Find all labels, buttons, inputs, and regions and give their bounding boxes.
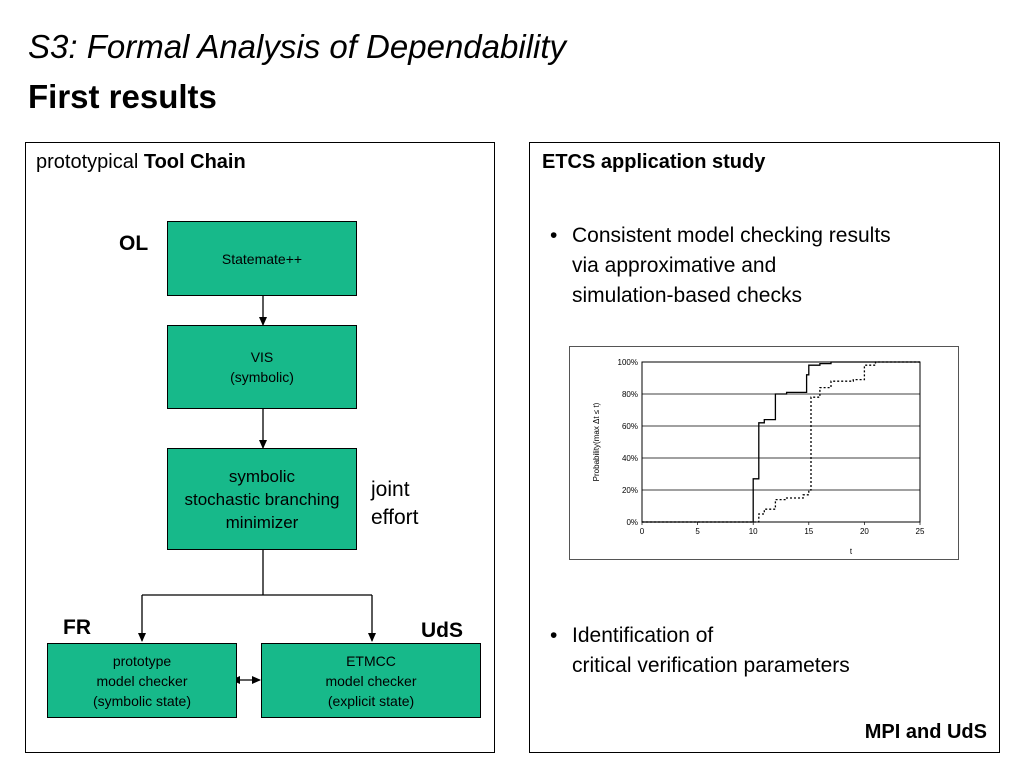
y-tick-label: 100% (618, 358, 638, 367)
x-tick-label: 20 (860, 527, 869, 536)
bullet1-line2: via approximative and (572, 254, 777, 277)
heading-prefix: prototypical (36, 151, 144, 173)
x-tick-label: 5 (695, 527, 700, 536)
heading-bold: Tool Chain (143, 151, 246, 173)
etcs-panel: ETCS application study • Consistent model… (529, 142, 1000, 753)
box-etmcc-checker: ETMCC model checker (explicit state) (261, 643, 481, 718)
x-tick-label: 10 (749, 527, 758, 536)
box-vis: VIS (symbolic) (167, 325, 357, 409)
box-prototype-checker: prototype model checker (symbolic state) (47, 643, 237, 718)
etcs-heading: ETCS application study (542, 151, 766, 173)
bullet1-line3: simulation-based checks (572, 284, 802, 307)
tool-chain-heading: prototypical Tool Chain (36, 151, 246, 174)
x-tick-label: 25 (916, 527, 925, 536)
box-minimizer: symbolic stochastic branching minimizer (167, 448, 357, 550)
bullet-dot: • (550, 624, 558, 647)
footer-credit: MPI and UdS (864, 721, 987, 743)
bullet-consistent: • Consistent model checking results via a… (550, 221, 891, 311)
joint-effort-label: joint effort (371, 478, 419, 529)
probability-chart: 0% 20% 40% 60% 80% 100% 0 5 10 15 20 25 t Probability… (569, 346, 959, 560)
y-tick-label: 60% (622, 422, 638, 431)
x-tick-label: 0 (640, 527, 645, 536)
box-statemate: Statemate++ (167, 221, 357, 296)
series-dotted-line (642, 361, 920, 523)
y-tick-label: 80% (622, 390, 638, 399)
y-tick-label: 40% (622, 454, 638, 463)
slide-title: S3: Formal Analysis of Dependability (28, 28, 567, 65)
bullet2-line2: critical verification parameters (572, 654, 850, 677)
bullet-dot: • (550, 224, 558, 247)
y-tick-label: 0% (626, 518, 638, 527)
chart-svg: 0% 20% 40% 60% 80% 100% 0 5 10 15 20 25 t Probability… (592, 358, 925, 556)
bullet2-line1: Identification of (572, 624, 714, 647)
y-tick-label: 20% (622, 486, 638, 495)
bullet-identification: • Identification of critical verification… (550, 621, 850, 681)
slide-subtitle: First results (28, 78, 217, 115)
bullet1-line1: Consistent model checking results (572, 224, 891, 247)
label-ol: OL (119, 232, 149, 255)
x-tick-label: 15 (804, 527, 813, 536)
y-axis-label: Probability(max Δt ≤ t) (592, 402, 601, 481)
label-fr: FR (63, 616, 91, 639)
flow-connectors (138, 296, 376, 684)
series-solid-line (642, 361, 920, 523)
tool-chain-panel: prototypical Tool Chain OL Statemate++ V… (25, 142, 495, 753)
label-uds: UdS (421, 619, 463, 642)
x-axis-label: t (850, 547, 853, 556)
plot-area (641, 361, 921, 523)
